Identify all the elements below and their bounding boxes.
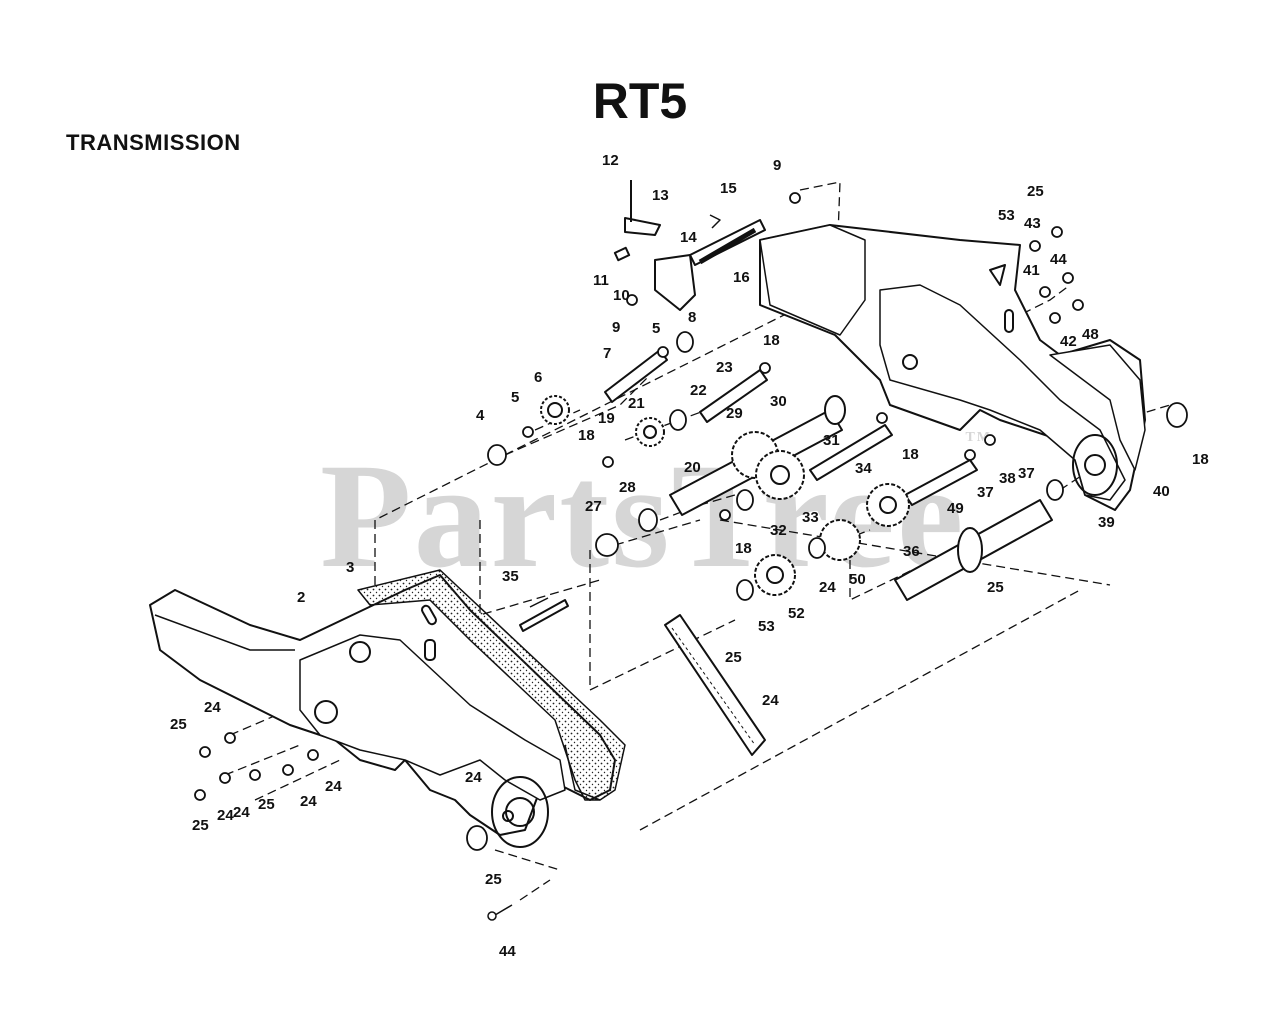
part-callout-24: 24 <box>325 778 342 795</box>
part-callout-32: 32 <box>770 522 787 539</box>
part-callout-18: 18 <box>735 540 752 557</box>
part-callout-25: 25 <box>987 579 1004 596</box>
part-callout-25: 25 <box>485 871 502 888</box>
part-callout-25: 25 <box>192 817 209 834</box>
part-callout-35: 35 <box>502 568 519 585</box>
part-callout-8: 8 <box>688 309 696 326</box>
part-callout-2: 2 <box>297 589 305 606</box>
part-callout-22: 22 <box>690 382 707 399</box>
part-callout-9: 9 <box>612 319 620 336</box>
part-callout-18: 18 <box>902 446 919 463</box>
part-callout-5: 5 <box>652 320 660 337</box>
bolts <box>487 597 549 921</box>
part-callout-36: 36 <box>903 543 920 560</box>
part-callout-53: 53 <box>758 618 775 635</box>
part-callout-39: 39 <box>1098 514 1115 531</box>
part-callout-21: 21 <box>628 395 645 412</box>
part-callout-52: 52 <box>788 605 805 622</box>
part-callout-37: 37 <box>977 484 994 501</box>
page-title: RT5 <box>592 73 688 129</box>
part-callout-42: 42 <box>1060 333 1077 350</box>
part-callout-38: 38 <box>999 470 1016 487</box>
part-callout-19: 19 <box>598 410 615 427</box>
part-callout-25: 25 <box>725 649 742 666</box>
part-callout-12: 12 <box>602 152 619 169</box>
part-callout-44: 44 <box>499 943 516 960</box>
part-callout-25: 25 <box>170 716 187 733</box>
part-callout-23: 23 <box>716 359 733 376</box>
part-callout-48: 48 <box>1082 326 1099 343</box>
part-callout-25: 25 <box>258 796 275 813</box>
part-callout-30: 30 <box>770 393 787 410</box>
part-callout-4: 4 <box>476 407 485 424</box>
part-callout-34: 34 <box>855 460 872 477</box>
part-callout-37: 37 <box>1018 465 1035 482</box>
left-housing <box>149 569 626 848</box>
part-callout-28: 28 <box>619 479 636 496</box>
part-callout-7: 7 <box>603 345 611 362</box>
part-callout-3: 3 <box>346 559 354 576</box>
part-callout-13: 13 <box>652 187 669 204</box>
part-callout-24: 24 <box>300 793 317 810</box>
part-callout-27: 27 <box>585 498 602 515</box>
part-callout-18: 18 <box>578 427 595 444</box>
part-callout-5: 5 <box>511 389 519 406</box>
part-callout-40: 40 <box>1153 483 1170 500</box>
part-callout-49: 49 <box>947 500 964 517</box>
part-callout-14: 14 <box>680 229 697 246</box>
part-callout-10: 10 <box>613 287 630 304</box>
part-callout-44: 44 <box>1050 251 1067 268</box>
part-callout-50: 50 <box>849 571 866 588</box>
part-callout-24: 24 <box>465 769 482 786</box>
part-callout-9: 9 <box>773 157 781 174</box>
part-callout-11: 11 <box>593 272 609 289</box>
part-callout-25: 25 <box>1027 183 1044 200</box>
part-callout-24: 24 <box>819 579 836 596</box>
right-housing <box>759 224 1146 511</box>
shift-bracket <box>613 180 757 311</box>
part-callout-20: 20 <box>684 459 701 476</box>
part-callout-6: 6 <box>534 369 542 386</box>
part-callout-15: 15 <box>720 180 737 197</box>
part-callout-24: 24 <box>204 699 221 716</box>
bushings <box>194 192 1188 851</box>
part-callout-41: 41 <box>1023 262 1040 279</box>
part-callout-43: 43 <box>1024 215 1041 232</box>
part-callout-18: 18 <box>1192 451 1209 468</box>
part-callout-31: 31 <box>823 432 840 449</box>
part-callout-29: 29 <box>726 405 743 422</box>
drive-belt <box>664 614 766 756</box>
part-callout-24: 24 <box>762 692 779 709</box>
part-callout-16: 16 <box>733 269 750 286</box>
part-callout-18: 18 <box>763 332 780 349</box>
part-callout-24: 24 <box>233 804 250 821</box>
gears <box>540 395 983 596</box>
part-callout-33: 33 <box>802 509 819 526</box>
part-callout-53: 53 <box>998 207 1015 224</box>
section-title: TRANSMISSION <box>66 130 241 155</box>
part-callout-24: 24 <box>217 807 234 824</box>
